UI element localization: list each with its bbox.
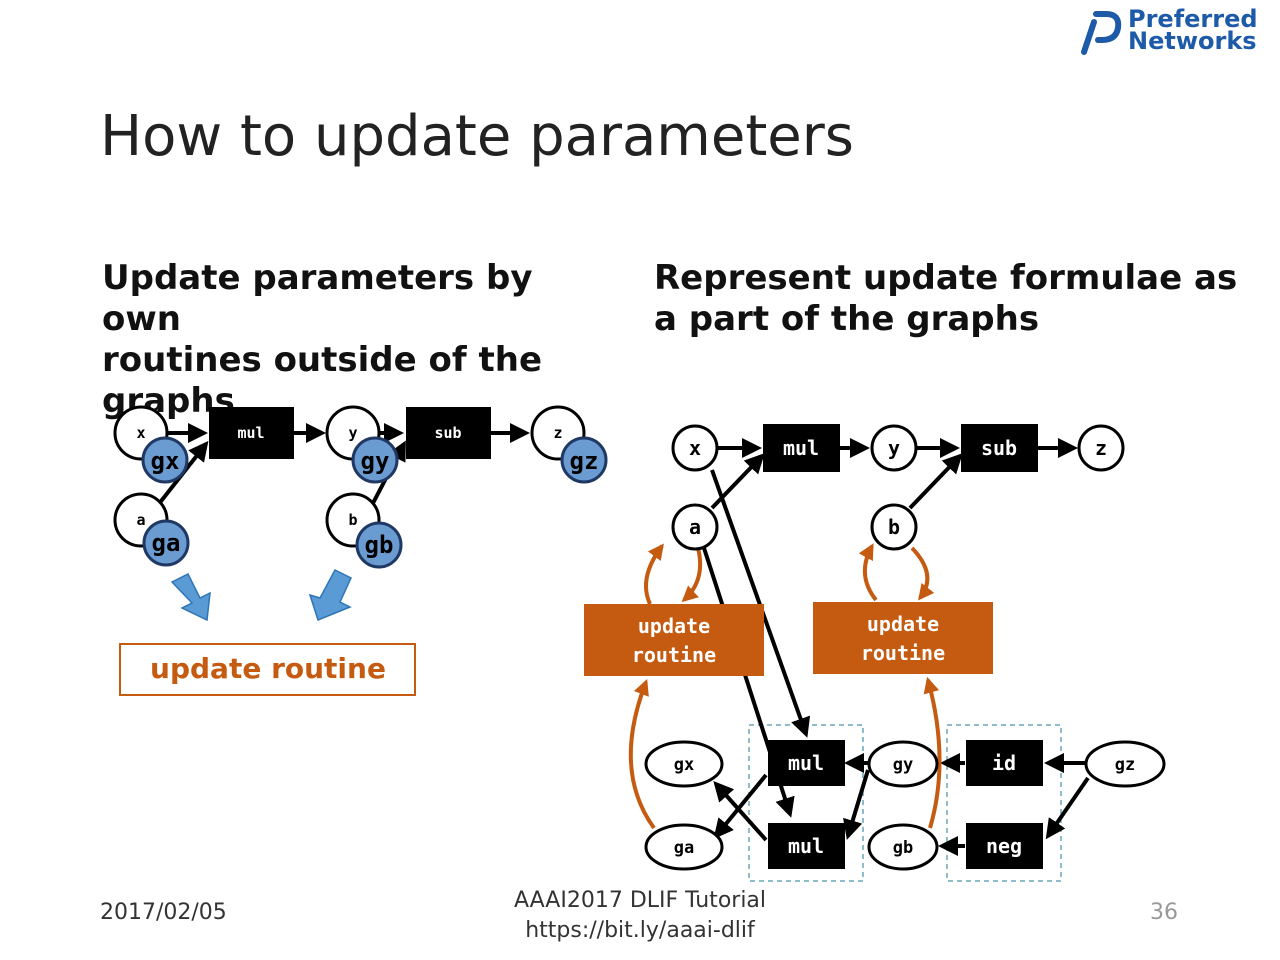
right-dashed-box-id-neg [946, 724, 1062, 882]
right-node-gz-label: gz [1115, 755, 1135, 775]
left-node-y-label: y [348, 424, 357, 442]
orange-ga-update [628, 679, 656, 830]
right-update-b-line1: update [867, 612, 939, 636]
left-node-b-label: b [348, 511, 357, 529]
right-node-b-label: b [888, 515, 900, 539]
left-diagram: x gx mul y gy sub z gz a ga [113, 405, 608, 696]
right-heading-line1: Represent update formulae as [654, 258, 1238, 298]
orange-b-out [910, 546, 935, 601]
left-node-gb [355, 521, 403, 569]
right-update-routine-a [584, 604, 764, 676]
right-node-mul-label: mul [783, 436, 819, 460]
right-node-gz [1084, 740, 1166, 788]
left-node-ga-label: ga [152, 529, 181, 557]
page-number: 36 [1150, 900, 1178, 925]
right-node-neg-label: neg [986, 834, 1022, 858]
edge-r-x-multop [710, 469, 811, 738]
left-node-sub-label: sub [434, 424, 461, 442]
right-update-routine-b [813, 602, 993, 674]
left-heading-line1: Update parameters by own [102, 258, 533, 339]
right-node-mul-bottom [768, 823, 845, 869]
right-node-a [671, 503, 719, 551]
right-node-b [870, 503, 918, 551]
left-node-mul [209, 407, 294, 459]
left-node-gz-label: gz [570, 447, 599, 475]
right-node-gy-label: gy [893, 755, 913, 775]
footer-center: AAAI2017 DLIF Tutorial https://bit.ly/aa… [470, 886, 810, 946]
right-node-sub [961, 424, 1038, 472]
right-node-a-label: a [689, 515, 701, 539]
left-node-gx-label: gx [151, 447, 180, 475]
edge-r-gz-neg [1045, 776, 1090, 840]
footer-url: https://bit.ly/aaai-dlif [525, 918, 755, 943]
edge-r-b-sub [908, 453, 963, 510]
edge-r-multop-ga [713, 773, 768, 840]
right-node-z [1077, 424, 1125, 472]
edge-r-gy-mulbottom [843, 769, 870, 840]
left-heading-line2: routines outside of the [102, 340, 543, 380]
right-update-b-line2: routine [861, 641, 945, 665]
orange-gb-update [923, 676, 942, 829]
right-node-gb [867, 823, 939, 871]
orange-b-in [858, 543, 878, 602]
right-node-x-label: x [689, 436, 701, 460]
right-node-gx-label: gx [674, 755, 694, 775]
left-update-routine-label: update routine [150, 652, 386, 685]
left-node-mul-label: mul [237, 424, 264, 442]
left-node-gb-label: gb [365, 531, 394, 559]
right-diagram: x mul y sub z a b update routine update … [584, 424, 1166, 882]
right-node-id-label: id [992, 751, 1016, 775]
right-node-mul-bottom-label: mul [788, 834, 824, 858]
left-update-routine-box [119, 643, 416, 696]
left-blue-arrow-2-icon [308, 569, 352, 621]
right-node-gx [644, 740, 724, 788]
edge-r-a-mul [710, 453, 765, 510]
left-node-gy-label: gy [361, 447, 390, 475]
logo-icon [1081, 11, 1122, 55]
orange-a-out [681, 547, 703, 603]
right-node-ga [644, 823, 724, 871]
right-node-gb-label: gb [893, 838, 913, 858]
left-node-gz [560, 436, 608, 484]
right-node-mul [763, 424, 840, 472]
left-node-a-label: a [136, 511, 145, 529]
left-node-ga [142, 519, 190, 567]
right-update-a-line1: update [638, 614, 710, 638]
slide-title: How to update parameters [100, 104, 854, 169]
logo-line1: Preferred [1128, 5, 1258, 33]
preferred-networks-logo: Preferred Networks [1078, 5, 1268, 58]
right-heading: Represent update formulae as a part of t… [654, 258, 1254, 340]
right-update-a-line2: routine [632, 643, 716, 667]
edge-r-mulbottom-gx [713, 781, 768, 842]
left-node-x-label: x [136, 424, 145, 442]
right-node-z-label: z [1095, 436, 1107, 460]
right-node-mul-top-label: mul [788, 751, 824, 775]
right-node-sub-label: sub [981, 436, 1017, 460]
right-node-x [671, 424, 719, 472]
orange-a-in [644, 543, 664, 605]
right-node-y-label: y [888, 436, 900, 460]
footer-date: 2017/02/05 [100, 900, 227, 925]
left-blue-arrow-1-icon [170, 572, 211, 622]
logo-line2: Networks [1128, 27, 1257, 55]
right-node-mul-top [768, 740, 845, 786]
right-node-id [966, 740, 1043, 786]
right-node-ga-label: ga [674, 838, 694, 858]
left-node-sub [406, 407, 491, 459]
right-node-y [870, 424, 918, 472]
footer-conference: AAAI2017 DLIF Tutorial [513, 888, 767, 913]
right-heading-line2: a part of the graphs [654, 299, 1040, 339]
left-node-z-label: z [553, 424, 562, 442]
right-node-gy [867, 740, 939, 788]
right-node-neg [966, 823, 1043, 869]
left-node-gx [141, 436, 189, 484]
left-node-gy [351, 436, 399, 484]
